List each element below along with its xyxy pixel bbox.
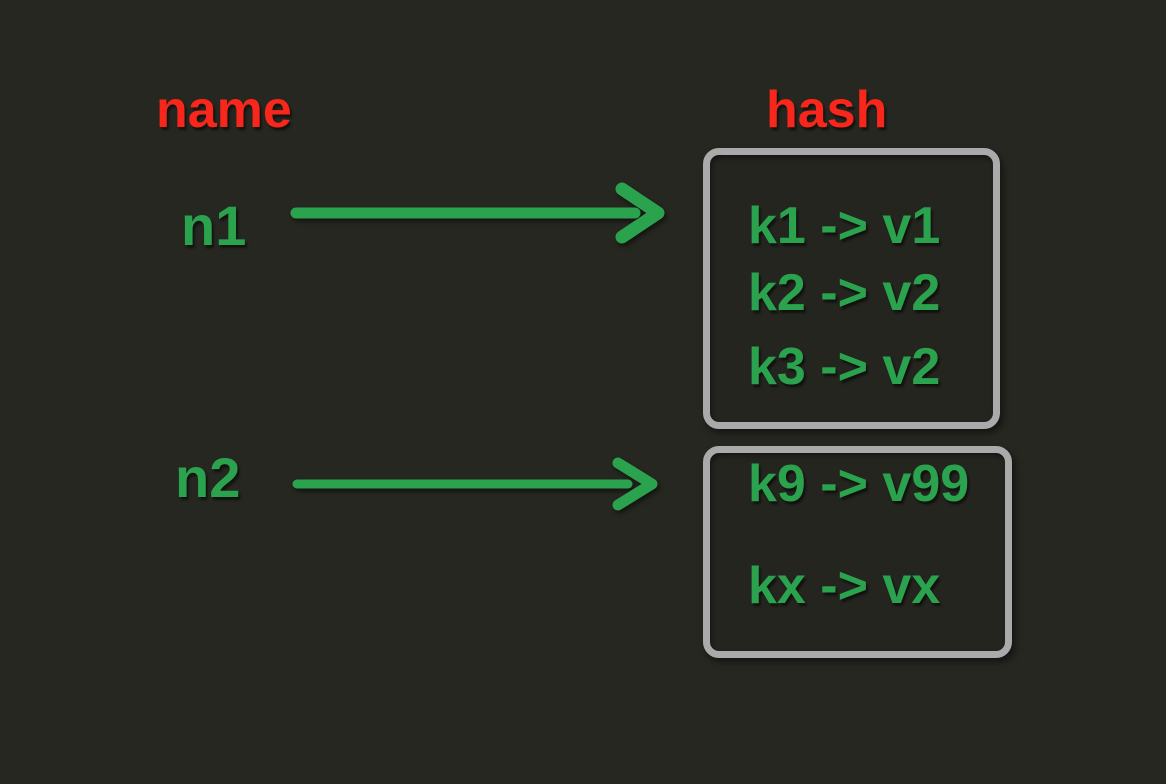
hash-entry: k3 -> v2 — [748, 338, 941, 396]
name-node-n2: n2 — [175, 446, 241, 509]
hash-entry: k1 -> v1 — [748, 197, 941, 255]
arrow-icon-n2-to-hash2 — [292, 457, 658, 511]
column-header-name: name — [156, 81, 292, 139]
name-node-n1: n1 — [181, 194, 247, 257]
hash-box-2: k9 -> v99 kx -> vx — [703, 446, 1012, 658]
hash-entry: k9 -> v99 — [748, 455, 970, 513]
hash-box-1: k1 -> v1 k2 -> v2 k3 -> v2 — [703, 148, 1000, 429]
column-header-hash: hash — [766, 81, 888, 139]
hash-entry: k2 -> v2 — [748, 264, 941, 322]
hash-entry: kx -> vx — [748, 557, 941, 615]
arrow-icon-n1-to-hash1 — [290, 182, 665, 244]
